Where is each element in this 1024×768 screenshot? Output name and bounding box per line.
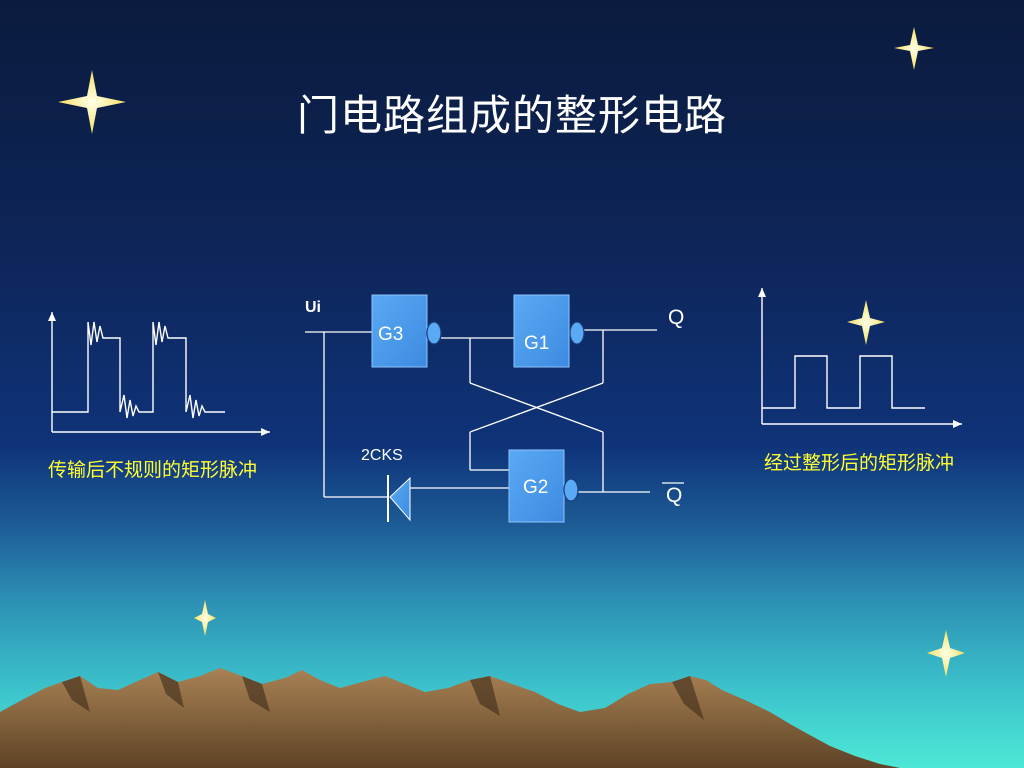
gate-g3-label: G3	[378, 324, 403, 345]
diode-icon	[387, 475, 411, 522]
left-caption: 传输后不规则的矩形脉冲	[48, 459, 258, 481]
star-icon-right-chart	[847, 300, 885, 345]
slide-title: 门电路组成的整形电路	[296, 91, 727, 140]
diode-label: 2CKS	[361, 447, 403, 464]
input-waveform-chart	[48, 312, 270, 436]
inverter-bubble	[426, 321, 442, 345]
output-q-label: Q	[668, 306, 684, 329]
shaped-pulse-line	[762, 355, 925, 409]
star-icon-bottom-right	[927, 630, 965, 677]
star-icon-top-right	[894, 27, 934, 70]
gate-g2-label: G2	[523, 477, 548, 498]
output-q-bar-label: Q	[666, 484, 682, 507]
input-label: Ui	[305, 299, 321, 316]
inverter-bubble	[563, 478, 579, 502]
inverter-bubble	[569, 321, 585, 345]
irregular-pulse-line	[52, 321, 225, 419]
gate-g3: G3	[371, 294, 442, 368]
mountains-illustration	[0, 668, 900, 768]
gate-g1-label: G1	[524, 333, 549, 354]
right-caption: 经过整形后的矩形脉冲	[764, 452, 955, 474]
circuit-wires	[305, 329, 684, 498]
output-waveform-chart	[758, 288, 962, 428]
star-icon-top-left	[58, 70, 126, 134]
gate-g2: G2	[508, 449, 579, 523]
star-icon-bottom-left	[194, 600, 216, 636]
gate-g1: G1	[513, 294, 585, 368]
